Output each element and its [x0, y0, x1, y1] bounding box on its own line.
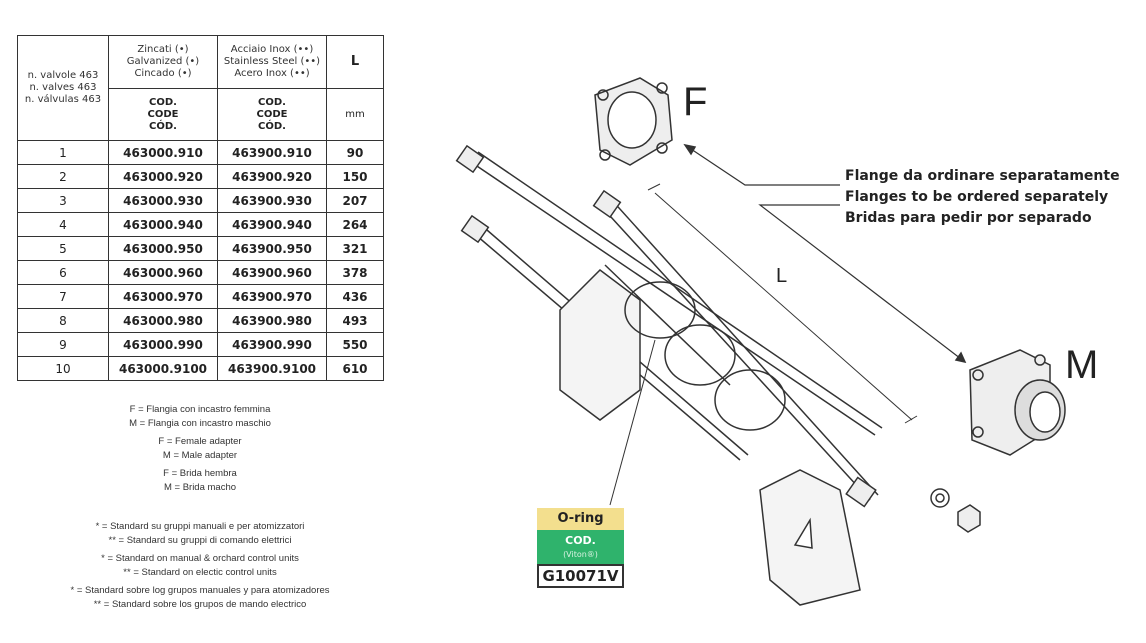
header-L: L: [326, 35, 384, 89]
oring-title: O-ring: [537, 508, 624, 530]
length-mm: 150: [326, 164, 384, 189]
length-mm: 321: [326, 236, 384, 261]
code-inox: 463900.9100: [217, 356, 327, 381]
oring-box: O-ring COD.(Viton®) G10071V: [537, 508, 624, 588]
length-mm: 610: [326, 356, 384, 381]
row-number: 10: [17, 356, 109, 381]
o-rings-icon: [609, 281, 786, 506]
length-mm: 264: [326, 212, 384, 237]
header-zinc: Zincati (•)Galvanized (•)Cincado (•): [108, 35, 218, 89]
label-F: F: [683, 80, 708, 124]
washer-icon: [930, 488, 950, 508]
nut-icon: [957, 504, 981, 533]
tie-rods-icon: [455, 144, 883, 508]
row-number: 6: [17, 260, 109, 285]
code-zinc: 463000.910: [108, 140, 218, 165]
code-zinc: 463000.980: [108, 308, 218, 333]
code-inox: 463900.930: [217, 188, 327, 213]
oring-code-label: COD.(Viton®): [537, 530, 624, 564]
length-mm: 378: [326, 260, 384, 285]
code-zinc: 463000.950: [108, 236, 218, 261]
female-flange-icon: [594, 77, 673, 166]
label-L: L: [776, 265, 788, 287]
length-mm: 493: [326, 308, 384, 333]
code-zinc: 463000.930: [108, 188, 218, 213]
row-number: 4: [17, 212, 109, 237]
row-number: 1: [17, 140, 109, 165]
code-inox: 463900.940: [217, 212, 327, 237]
code-inox: 463900.990: [217, 332, 327, 357]
label-M: M: [1065, 343, 1099, 387]
code-inox: 463900.970: [217, 284, 327, 309]
bracket-icon: [559, 269, 861, 606]
code-zinc: 463000.990: [108, 332, 218, 357]
dimension-line: [654, 192, 913, 421]
code-zinc: 463000.960: [108, 260, 218, 285]
code-zinc: 463000.9100: [108, 356, 218, 381]
standard-notes: * = Standard su gruppi manuali e per ato…: [70, 521, 330, 610]
row-number: 5: [17, 236, 109, 261]
code-inox: 463900.980: [217, 308, 327, 333]
header-unit: mm: [326, 88, 384, 141]
male-flange-icon: [969, 349, 1066, 456]
oring-code-value: G10071V: [537, 564, 624, 588]
length-mm: 207: [326, 188, 384, 213]
length-mm: 550: [326, 332, 384, 357]
